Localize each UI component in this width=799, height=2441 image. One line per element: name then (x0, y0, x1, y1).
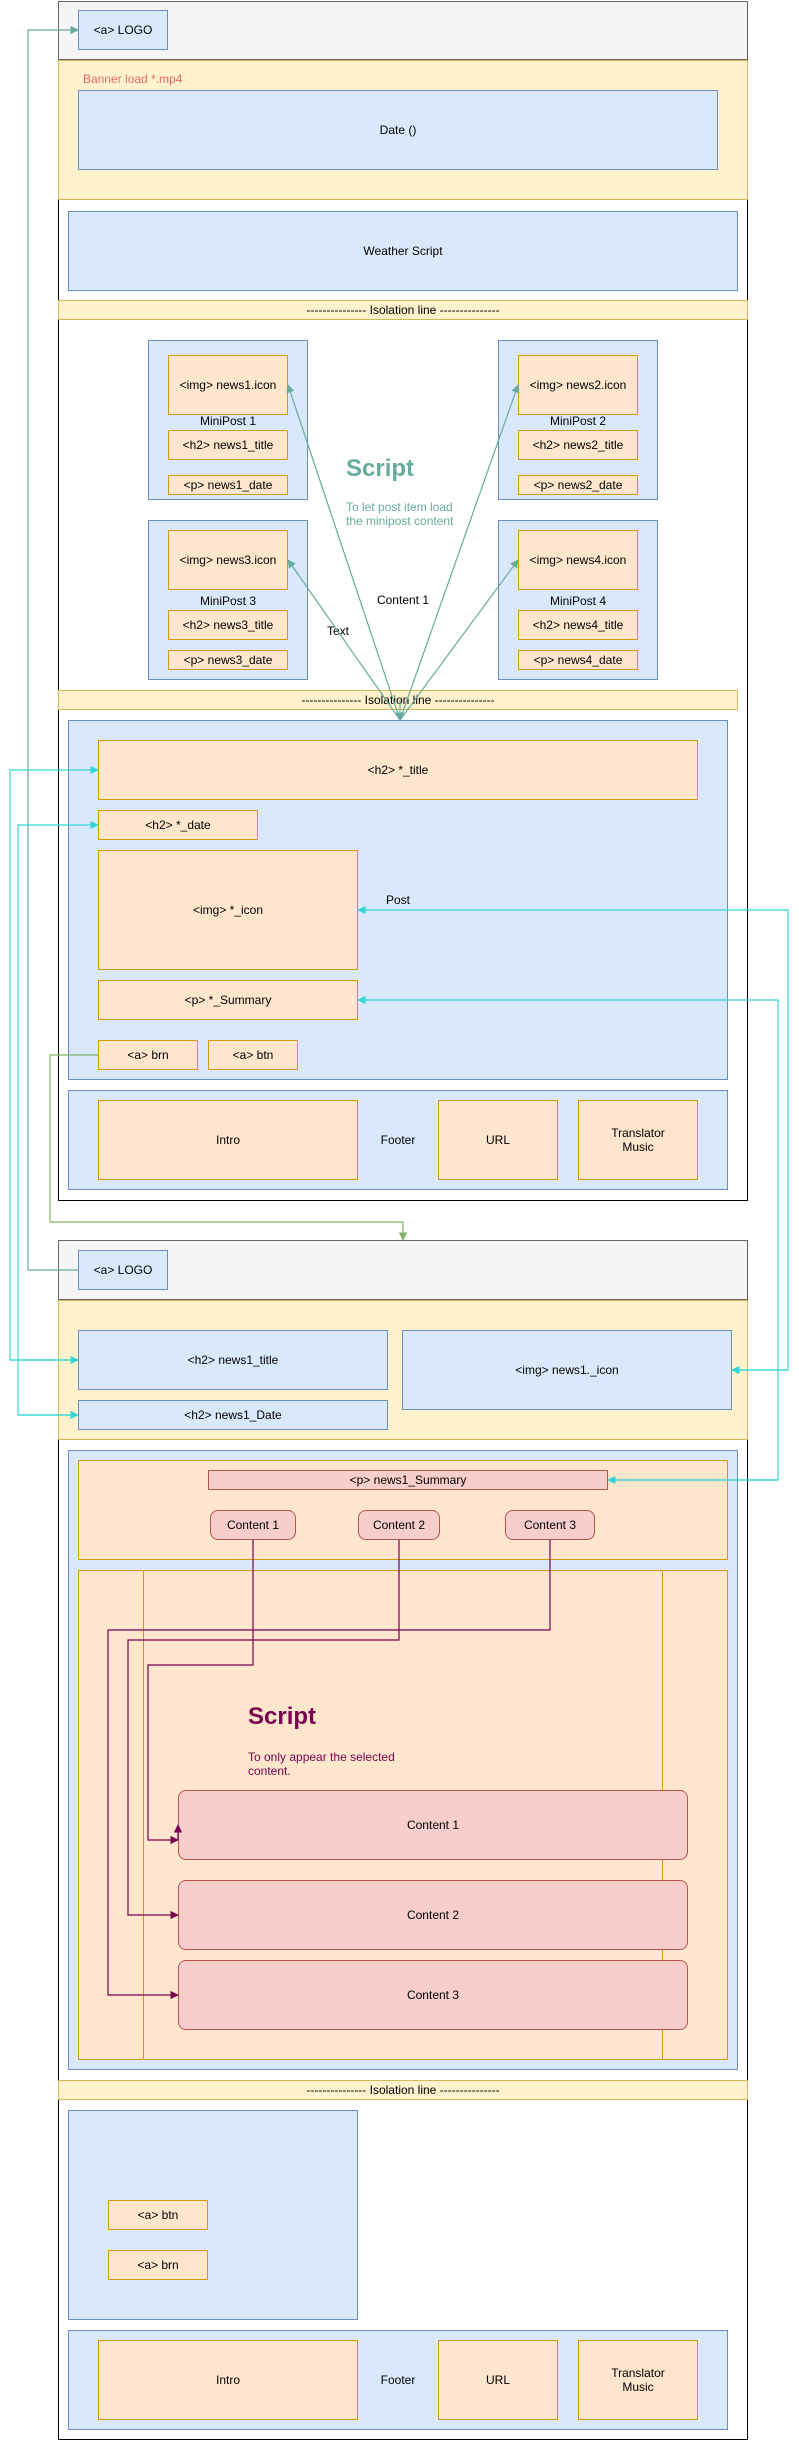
post-btn-button[interactable]: <a> btn (208, 1040, 298, 1070)
minipost-1-icon: <img> news1.icon (168, 355, 288, 415)
minipost-1-name: MiniPost 1 (199, 414, 257, 428)
content-panel-3: Content 3 (178, 1960, 688, 2030)
text-label: Text (327, 624, 350, 638)
weather-script: Weather Script (68, 211, 738, 291)
date-box: Date () (78, 90, 718, 170)
isolation-line-1: --------------- Isolation line ---------… (58, 300, 748, 320)
footer-1-label: Footer (380, 1133, 416, 1147)
minipost-2-name: MiniPost 2 (549, 414, 607, 428)
footer-2-translator[interactable]: Translator Music (578, 2340, 698, 2420)
news-icon: <img> news1._icon (402, 1330, 732, 1410)
minipost-2-icon: <img> news2.icon (518, 355, 638, 415)
tab-content-3[interactable]: Content 3 (505, 1510, 595, 1540)
minipost-4-name: MiniPost 4 (549, 594, 607, 608)
content-1-label: Content 1 (376, 593, 430, 607)
isolation-line-2: --------------- Isolation line ---------… (58, 690, 738, 710)
content-panel-1: Content 1 (178, 1790, 688, 1860)
script-title-2: Script (248, 1703, 317, 1730)
script-desc-2: To only appear the selected content. (248, 1750, 395, 1778)
post-date: <h2> *_date (98, 810, 258, 840)
btn-button[interactable]: <a> btn (108, 2200, 208, 2230)
footer-1-intro[interactable]: Intro (98, 1100, 358, 1180)
footer-2-url[interactable]: URL (438, 2340, 558, 2420)
script-title-1: Script (346, 455, 415, 482)
post-label: Post (386, 893, 411, 907)
footer-2-label: Footer (380, 2373, 416, 2387)
post-brn-button[interactable]: <a> brn (98, 1040, 198, 1070)
minipost-1-title: <h2> news1_title (168, 430, 288, 460)
minipost-2-date: <p> news2_date (518, 475, 638, 495)
banner-label: Banner load *.mp4 (83, 72, 183, 86)
footer-1-translator[interactable]: Translator Music (578, 1100, 698, 1180)
minipost-3-title: <h2> news3_title (168, 610, 288, 640)
tab-content-1[interactable]: Content 1 (210, 1510, 296, 1540)
news-summary: <p> news1_Summary (208, 1470, 608, 1490)
post-title: <h2> *_title (98, 740, 698, 800)
brn-button[interactable]: <a> brn (108, 2250, 208, 2280)
minipost-4-date: <p> news4_date (518, 650, 638, 670)
minipost-2-title: <h2> news2_title (518, 430, 638, 460)
header-bar (58, 1, 748, 60)
footer-1-url[interactable]: URL (438, 1100, 558, 1180)
tab-content-2[interactable]: Content 2 (358, 1510, 440, 1540)
minipost-1-date: <p> news1_date (168, 475, 288, 495)
minipost-3-date: <p> news3_date (168, 650, 288, 670)
footer-2-intro[interactable]: Intro (98, 2340, 358, 2420)
script-desc-1: To let post item load the minipost conte… (346, 500, 454, 528)
minipost-3-name: MiniPost 3 (199, 594, 257, 608)
minipost-4-icon: <img> news4.icon (518, 530, 638, 590)
post-icon: <img> *_icon (98, 850, 358, 970)
post-summary: <p> *_Summary (98, 980, 358, 1020)
isolation-line-3: --------------- Isolation line ---------… (58, 2080, 748, 2100)
minipost-3-icon: <img> news3.icon (168, 530, 288, 590)
content-panel-2: Content 2 (178, 1880, 688, 1950)
minipost-4-title: <h2> news4_title (518, 610, 638, 640)
news-date: <h2> news1_Date (78, 1400, 388, 1430)
news-title: <h2> news1_title (78, 1330, 388, 1390)
logo-link[interactable]: <a> LOGO (78, 10, 168, 50)
logo-link-2[interactable]: <a> LOGO (78, 1250, 168, 1290)
